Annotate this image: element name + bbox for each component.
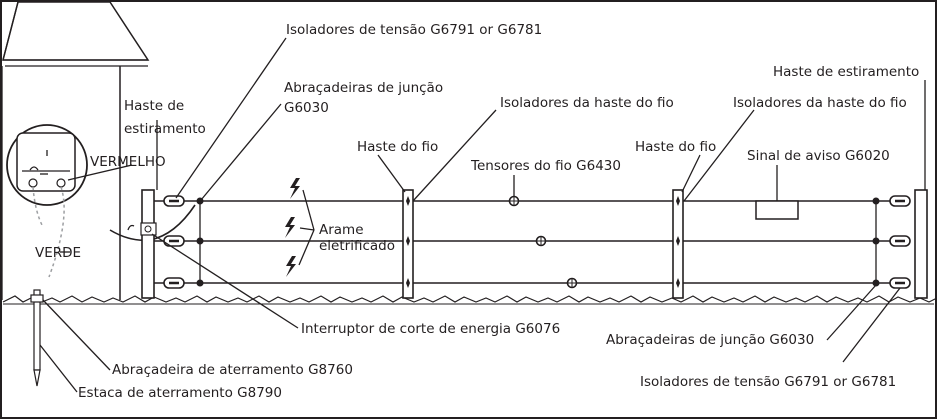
ground-clamp bbox=[30, 294, 44, 303]
label-ground-clamp: Abraçadeira de aterramento G8760 bbox=[112, 362, 353, 378]
wire-post-left bbox=[402, 189, 414, 299]
wire-post-right bbox=[672, 189, 684, 299]
tension-insulators-right bbox=[889, 195, 911, 289]
leader-lines bbox=[39, 37, 926, 393]
warning-sign bbox=[755, 200, 799, 220]
label-strain-post-left-2: estiramento bbox=[124, 121, 206, 137]
label-strain-post-left-1: Haste de bbox=[124, 98, 184, 114]
label-electric-wire-2: eletrificado bbox=[319, 238, 395, 254]
label-red-wire: VERMELHO bbox=[90, 154, 166, 170]
strain-post-right bbox=[914, 189, 928, 299]
energizer-box bbox=[16, 132, 76, 192]
label-ground-stake: Estaca de aterramento G8790 bbox=[78, 385, 282, 401]
joint-clamps bbox=[196, 197, 880, 287]
label-tension-insulators-top: Isoladores de tensão G6791 or G6781 bbox=[286, 22, 542, 38]
label-strain-post-right: Haste de estiramento bbox=[773, 64, 919, 80]
label-wire-post-insulators-right: Isoladores da haste do fio bbox=[733, 95, 907, 111]
tension-insulators-left bbox=[163, 195, 185, 289]
house bbox=[1, 1, 150, 300]
label-wire-post-insulators-left: Isoladores da haste do fio bbox=[500, 95, 674, 111]
terminal-fence-icon bbox=[56, 178, 66, 188]
label-tension-insulators-bottom: Isoladores de tensão G6791 or G6781 bbox=[640, 374, 896, 390]
lightning-icons bbox=[285, 178, 300, 277]
label-wire-post-left: Haste do fio bbox=[357, 139, 438, 155]
cutoff-switch-box bbox=[140, 222, 157, 236]
energizer-detail bbox=[6, 124, 88, 278]
grass-line bbox=[2, 295, 937, 303]
label-cutoff-switch: Interruptor de corte de energia G6076 bbox=[301, 321, 560, 337]
label-wire-post-right: Haste do fio bbox=[635, 139, 716, 155]
ground-lead-dashed bbox=[32, 186, 44, 228]
label-electric-wire-1: Arame bbox=[319, 222, 364, 238]
label-warning-sign: Sinal de aviso G6020 bbox=[747, 148, 890, 164]
label-joint-clamps-bottom: Abraçadeiras de junção G6030 bbox=[606, 332, 814, 348]
terminal-ground-icon bbox=[28, 178, 38, 188]
label-joint-clamps-top-2: G6030 bbox=[284, 100, 329, 116]
strain-post-left bbox=[141, 189, 155, 299]
label-green-wire: VERDE bbox=[35, 245, 81, 261]
wire-tensioners bbox=[508, 195, 578, 289]
label-joint-clamps-top-1: Abraçadeiras de junção bbox=[284, 80, 443, 96]
ground-stake bbox=[30, 289, 44, 387]
label-wire-tensioners: Tensores do fio G6430 bbox=[470, 158, 621, 174]
